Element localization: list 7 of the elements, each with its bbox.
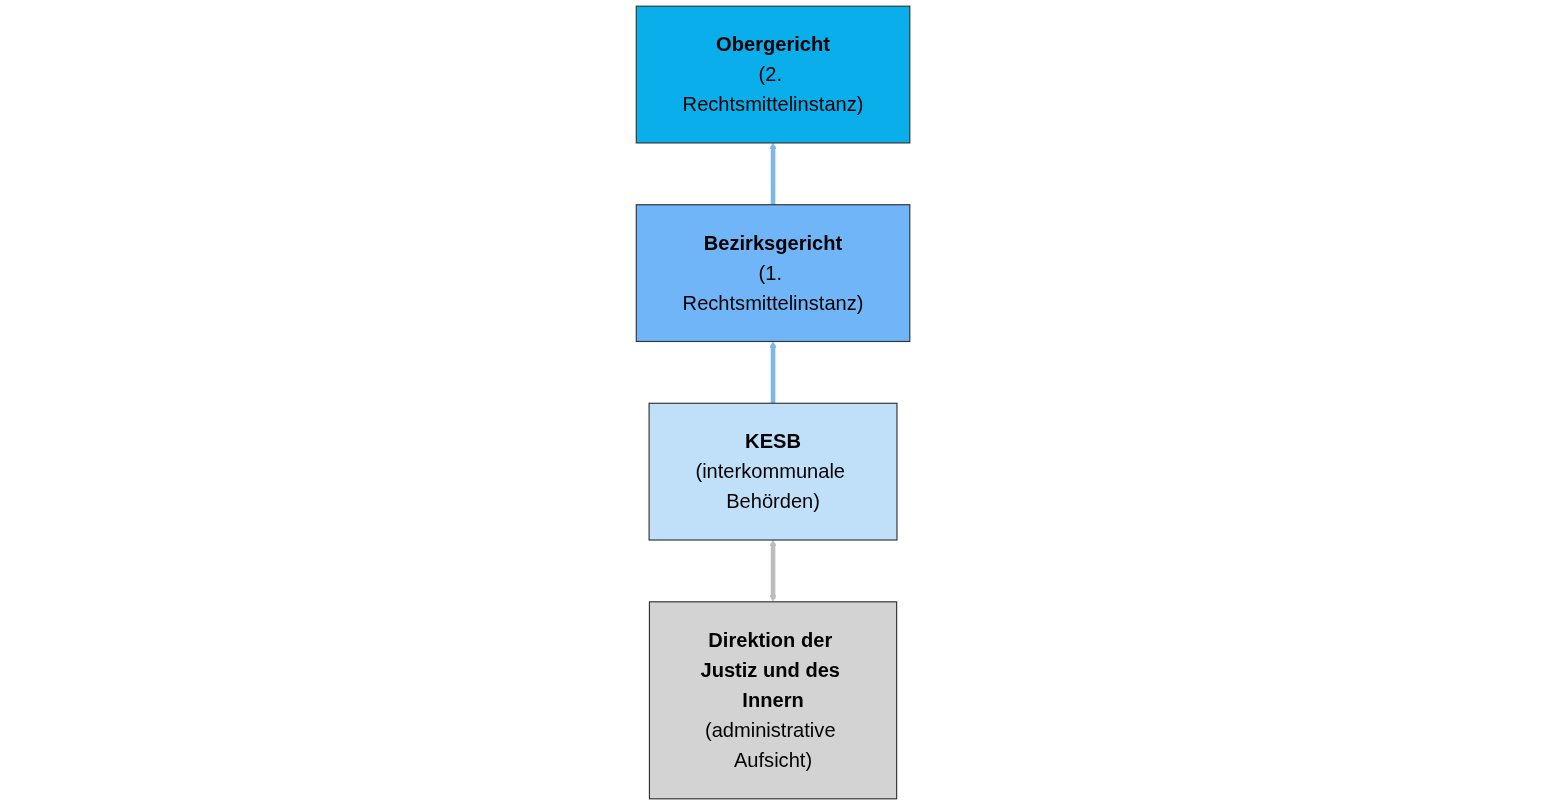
arrow bbox=[769, 539, 777, 602]
node-box: Obergericht (2. Rechtsmittelinstanz) bbox=[635, 5, 911, 144]
node-box: Bezirksgericht (1. Rechtsmittelinstanz) bbox=[635, 204, 911, 343]
node-box: Direktion der Justiz und des Innern (administrative Aufsicht) bbox=[648, 601, 898, 800]
arrow bbox=[769, 142, 777, 205]
node-box: KESB (interkommunale Behörden) bbox=[648, 402, 898, 541]
arrow bbox=[769, 341, 777, 404]
